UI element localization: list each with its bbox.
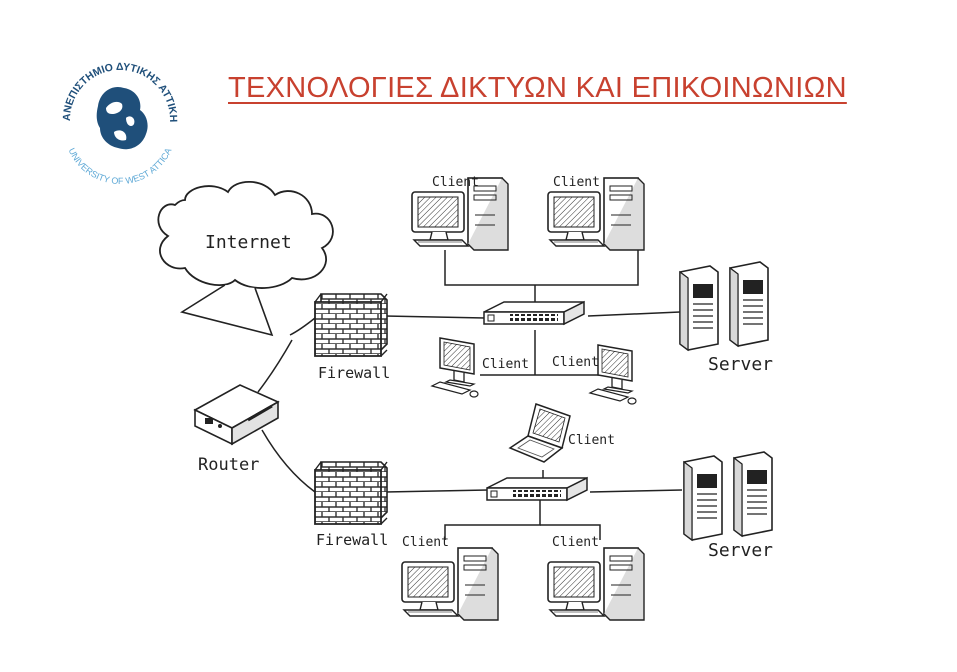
client-label: Client: [553, 175, 600, 190]
server-bottom: Server: [683, 451, 773, 561]
internet-cloud: Internet: [157, 180, 334, 337]
switch-bottom: [486, 477, 588, 501]
client-label: Client: [552, 535, 599, 550]
client-label: Client: [402, 535, 449, 550]
client-label: Client: [432, 175, 479, 190]
firewall-bottom: Firewall: [314, 461, 388, 549]
client-desktop-top-left: Client: [411, 175, 509, 251]
router-label: Router: [198, 455, 259, 475]
client-laptop: Client: [508, 403, 615, 463]
client-desktop-top-right: Client: [547, 175, 645, 251]
client-desktop-bottom-right: Client: [547, 535, 645, 621]
server-top: Server: [679, 261, 773, 375]
router: Router: [193, 384, 280, 475]
athena-emblem: [96, 86, 148, 150]
client-label: Client: [552, 355, 599, 370]
client-monitor-right: Client: [552, 344, 637, 405]
university-logo: ΠΑΝΕΠΙΣΤΗΜΙΟ ΔΥΤΙΚΗΣ ΑΤΤΙΚΗΣ UNIVERSITY …: [50, 48, 179, 186]
client-label: Client: [482, 357, 529, 372]
client-monitor-left: Client: [431, 337, 529, 398]
page-title: ΤΕΧΝΟΛΟΓΙΕΣ ΔΙΚΤΥΩΝ ΚΑΙ ΕΠΙΚΟΙΝΩΝΙΩΝ: [228, 72, 847, 104]
internet-label: Internet: [205, 232, 292, 253]
switch-top: [483, 301, 585, 325]
server-bottom-label: Server: [708, 540, 773, 561]
firewall-top-label: Firewall: [318, 364, 390, 382]
client-label: Client: [568, 433, 615, 448]
firewall-top: Firewall: [314, 293, 390, 382]
client-desktop-bottom-left: Client: [401, 535, 499, 621]
firewall-bottom-label: Firewall: [316, 531, 388, 549]
server-top-label: Server: [708, 354, 773, 375]
